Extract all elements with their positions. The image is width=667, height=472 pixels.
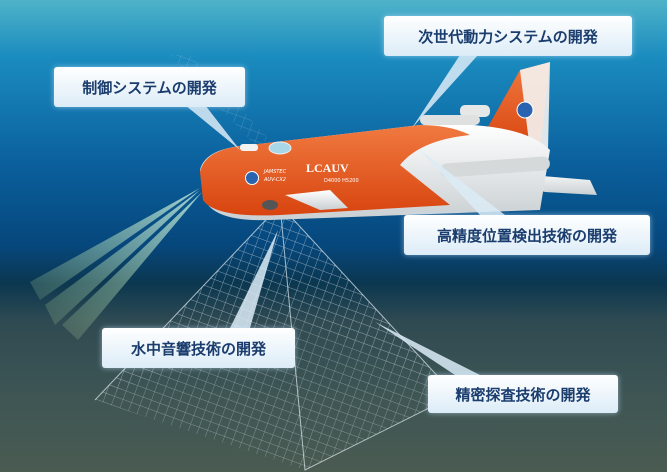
callout-power-system: 次世代動力システムの開発	[384, 16, 632, 56]
callout-survey: 精密探査技術の開発	[428, 375, 618, 413]
hull-orange	[200, 125, 470, 216]
vehicle-model: AUV-CX2	[263, 177, 286, 183]
jamstec-logo	[245, 171, 259, 185]
dome	[268, 141, 292, 155]
auv-vehicle: JAMSTEC AUV-CX2 LCAUV D4000 H5200	[200, 62, 597, 221]
vehicle-org: JAMSTEC	[263, 169, 287, 175]
callout-pointers	[185, 55, 505, 375]
vehicle-spec: D4000 H5200	[324, 178, 359, 184]
callout-acoustic: 水中音響技術の開発	[102, 328, 295, 368]
vehicle-name: LCAUV	[306, 161, 349, 175]
tail-logo	[516, 101, 534, 119]
callout-positioning: 高精度位置検出技術の開発	[404, 215, 650, 255]
forward-sonar-beams	[30, 188, 202, 340]
callout-control-system: 制御システムの開発	[54, 67, 245, 107]
